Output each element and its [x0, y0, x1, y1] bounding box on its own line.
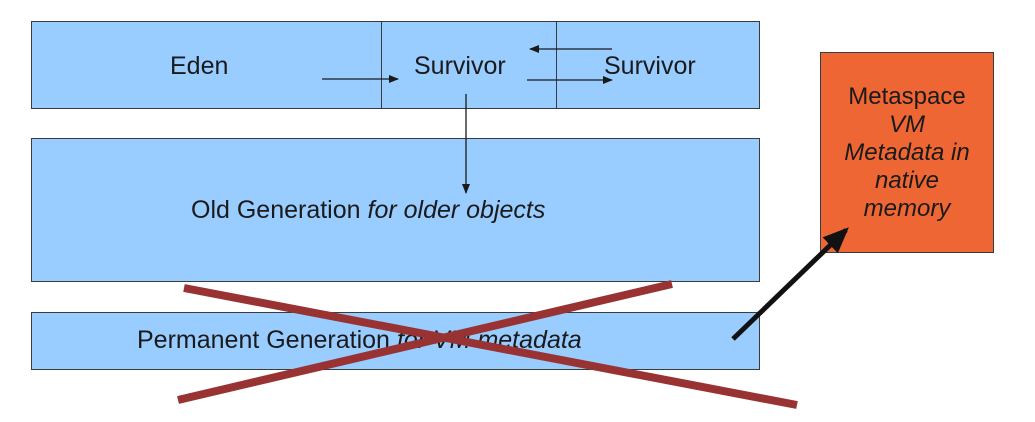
young-generation-box	[31, 21, 760, 109]
cross-line-1	[183, 284, 798, 409]
old-generation-label: Old Generation for older objects	[191, 198, 545, 223]
metaspace-line-metadata: Metadata in	[844, 138, 970, 166]
permanent-generation-box	[31, 312, 760, 370]
old-generation-box	[31, 138, 760, 282]
metaspace-line-memory: memory	[863, 194, 951, 222]
metaspace-title: Metaspace	[848, 82, 966, 110]
permgen-to-metaspace-arrow	[731, 227, 849, 341]
eden-survivor-divider	[381, 21, 382, 109]
metaspace-box: Metaspace VM Metadata in native memory	[820, 52, 994, 253]
permanent-generation-title: Permanent Generation	[137, 326, 390, 354]
old-generation-title: Old Generation	[191, 196, 361, 224]
metaspace-line-vm: VM	[889, 110, 925, 138]
cross-line-2	[177, 280, 673, 404]
survivor-divider	[556, 21, 557, 109]
metaspace-line-native: native	[874, 166, 940, 194]
eden-label: Eden	[170, 52, 229, 80]
survivor-from-label: Survivor	[414, 52, 506, 80]
old-generation-subtitle: for older objects	[367, 196, 546, 224]
survivor-to-label: Survivor	[604, 52, 696, 80]
